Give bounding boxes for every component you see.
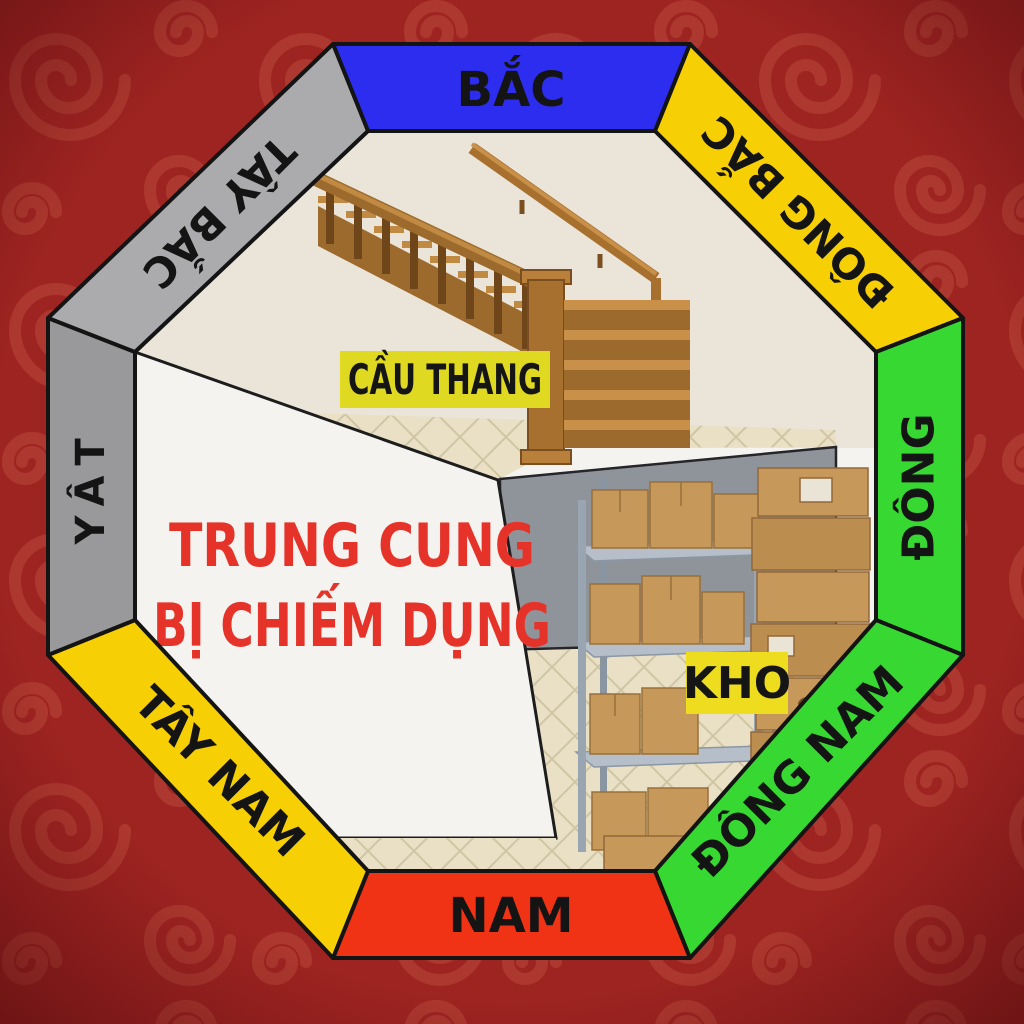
band-label-west-letter-3: Y	[68, 514, 114, 545]
storage-label-text: KHO	[683, 658, 791, 709]
center-message-line2: BỊ CHIẾM DỤNG	[153, 582, 551, 661]
band-label-west: T Â Y	[66, 438, 114, 546]
stair-handrail-highlight	[300, 165, 562, 293]
staircase-label-text: CẦU THANG	[348, 349, 542, 404]
octagon-ring	[46, 42, 965, 960]
staircase-label: CẦU THANG	[340, 349, 550, 408]
wall-handrail	[468, 142, 661, 300]
center-wall: TRUNG CUNG BỊ CHIẾM DỤNG	[135, 349, 558, 871]
center-floor-strip	[337, 838, 556, 871]
band-label-west-letter-2: Â	[66, 475, 114, 506]
stair-lower-steps	[564, 300, 690, 448]
stair-balusters	[326, 187, 530, 349]
storage-label-bg	[686, 652, 788, 714]
staircase-label-bg	[340, 351, 550, 408]
band-northwest	[46, 42, 370, 354]
center-message-line1: TRUNG CUNG	[169, 511, 535, 581]
stair-stringer	[318, 206, 542, 362]
band-label-west-letter-1: T	[68, 438, 114, 466]
storage-label: KHO	[683, 652, 791, 714]
band-label-east: ĐÔNG	[892, 413, 945, 560]
staircase-room	[135, 131, 876, 480]
band-label-north: BẮC	[457, 55, 566, 118]
stair-handrail	[298, 165, 564, 301]
staircase-illustration	[298, 142, 690, 465]
band-label-south: NAM	[448, 888, 573, 944]
